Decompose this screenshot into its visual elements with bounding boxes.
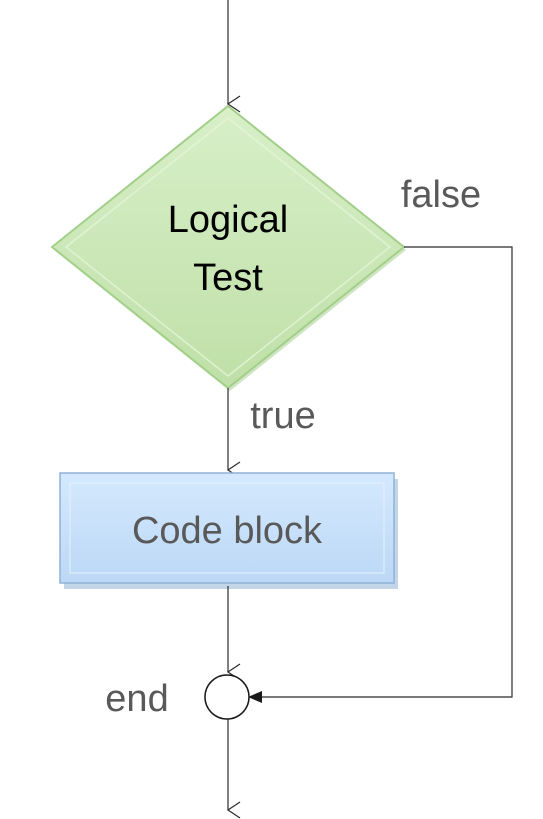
false-branch-arrowhead <box>248 691 262 703</box>
false-branch-line <box>250 246 513 698</box>
decision-label-line1: Logical <box>168 199 288 241</box>
code-block-box <box>59 472 395 584</box>
decision-diamond <box>50 104 406 390</box>
end-label: end <box>105 678 168 720</box>
false-label: false <box>401 174 481 216</box>
decision-label-line2: Test <box>193 257 263 299</box>
end-connector-circle <box>204 674 250 720</box>
decision-node: Logical Test <box>50 104 406 391</box>
code-block-label: Code block <box>132 510 323 552</box>
true-label: true <box>250 395 315 437</box>
process-node: Code block <box>59 472 398 589</box>
